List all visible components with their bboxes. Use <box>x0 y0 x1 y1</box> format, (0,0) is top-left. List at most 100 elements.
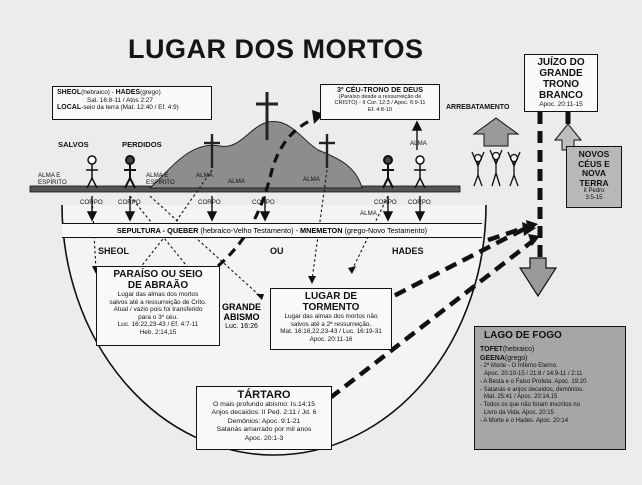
label-corpo-3: CORPO <box>198 199 221 206</box>
lago-l1: - 2ª Morte - O Inferno Eterno. <box>480 363 558 370</box>
hades-word: HADES <box>115 89 141 96</box>
figure-saved <box>86 155 98 189</box>
tormento-l1: Lugar das almas dos mortos não <box>284 313 378 320</box>
paraiso-l3: Atual / vazio pois foi transferido <box>113 306 203 314</box>
arrow-to-third-heaven <box>216 116 317 268</box>
grande-abismo-l1: GRANDE <box>222 302 262 312</box>
sepultura-b: QUEBER <box>167 226 199 235</box>
label-alma-a: ALMA <box>196 172 213 179</box>
calvary-hill <box>148 121 363 189</box>
hades-lang: (grego) <box>140 89 161 96</box>
figure-light-right <box>414 155 426 189</box>
tormento-l4: Apoc. 20:11-16 <box>309 335 353 343</box>
dashed-arrows-to-judgment <box>328 223 536 400</box>
label-alma-c: ALMA <box>303 176 320 183</box>
new-heavens-l2: CÉUS E <box>578 158 610 169</box>
judgment-l1: JUÍZO DO <box>537 57 585 68</box>
tormento-title1: LUGAR DE <box>304 291 358 302</box>
new-heavens-ref1: II Pedro <box>583 188 605 194</box>
rapture-up-arrow <box>472 117 520 147</box>
tartaro-l5: Apoc. 20:1-3 <box>244 434 284 442</box>
lago-geena: GEENA(grego) <box>480 355 620 364</box>
figure-dark-right <box>382 155 394 189</box>
label-alma-b: ALMA <box>228 178 245 185</box>
sepultura-e: (grego-Novo Testamento) <box>342 226 428 235</box>
label-perdidos: PERDIDOS <box>122 140 162 149</box>
tartaro-title: TÁRTARO <box>237 389 291 401</box>
third-heaven-l2: (Paraíso desde a ressurreição de <box>338 93 422 100</box>
dashed-arrow-heads <box>522 220 540 246</box>
tormento-title2: TORMENTO <box>302 302 360 313</box>
lago-l5: Mat. 25:41 / Apoc. 20:14,15 <box>484 394 558 401</box>
sheol-ref: Sal. 16:8-11 / Atos 2:27 <box>87 96 153 104</box>
sepultura-band: SEPULTURA - QUEBER (hebraico-Velho Testa… <box>62 223 482 238</box>
label-alma-espirito-2a: ALMA E <box>146 172 169 179</box>
new-heavens-l4: TERRA <box>579 177 609 188</box>
paraiso-title2: DE ABRAÃO <box>127 280 189 291</box>
lago-l8: - A Morte e o Hades. Apoc. 20:14 <box>480 417 569 424</box>
label-hades: HADES <box>392 246 424 256</box>
sheol-lang: (hebraico) - <box>81 89 116 96</box>
paraiso-l6: Heb. 2:14,15 <box>139 328 177 336</box>
tormento-l2: salvos até a 2ª ressurreição. <box>290 320 372 328</box>
lago-geena-word: GEENA <box>480 354 505 362</box>
lago-l2: Apoc. 20:10-15 / 21:8 / 14:9-11 / 2:11 <box>484 370 583 377</box>
third-heaven-box: 3º CÉU-TRONO DE DEUS (Paraíso desde a re… <box>320 84 440 120</box>
label-ou: OU <box>270 246 284 256</box>
judgment-l2: GRANDE <box>539 68 583 79</box>
tormento-box: LUGAR DE TORMENTO Lugar das almas dos mo… <box>270 288 392 350</box>
label-corpo-6: CORPO <box>408 199 431 206</box>
third-heaven-l3: CRISTO) - II Cor. 12:3 / Apoc. 6:9-11 <box>334 100 426 107</box>
lago-title: LAGO DE FOGO <box>484 330 562 341</box>
corpo-arrows <box>86 196 426 222</box>
figure-lost <box>124 155 136 189</box>
cross-right <box>319 134 335 168</box>
sheol-definition-box: SHEOL(hebraico) - HADES(grego) Sal. 16:8… <box>52 86 212 120</box>
label-corpo-4: CORPO <box>252 199 275 206</box>
local-text: -seio da terra (Mat. 12:40 / Ef. 4:9) <box>81 104 179 112</box>
paraiso-l1: Lugar das almas dos mortos <box>117 291 199 298</box>
lago-tofet-word: TOFET <box>480 346 503 353</box>
label-alma-d: ALMA <box>410 140 427 147</box>
sheol-word: SHEOL <box>57 89 82 96</box>
judgment-down-arrow <box>518 257 558 298</box>
paraiso-l4: para o 3º céu. <box>138 313 178 321</box>
paraiso-l2: salvos até a ressurreição de Crito. <box>109 298 207 306</box>
label-salvos: SALVOS <box>58 140 89 149</box>
third-heaven-l4: Ef. 4:8-10 <box>367 106 393 113</box>
alma-up-arrow <box>411 120 423 150</box>
cross-left <box>204 134 220 168</box>
grande-abismo: GRANDE ABISMO Luc. 16:26 <box>222 302 261 332</box>
page-title: LUGAR DOS MORTOS <box>128 34 424 64</box>
label-corpo-1: CORPO <box>80 199 103 206</box>
lago-de-fogo-box: LAGO DE FOGO TOFET(hebraico) GEENA(grego… <box>474 326 626 450</box>
label-corpo-5: CORPO <box>374 199 397 206</box>
lago-l4: - Satanás e anjos decaídos, demônios. <box>480 386 584 393</box>
new-heavens-l3: NOVA <box>582 168 606 178</box>
tartaro-l3: Demônios: Apoc. 9:1-21 <box>227 417 301 425</box>
label-corpo-2: CORPO <box>118 199 141 206</box>
grande-abismo-l2: ABISMO <box>223 312 260 322</box>
label-alma-e: ALMA <box>360 210 377 217</box>
label-alma-espirito-1b: ESPÍRITO <box>38 179 67 186</box>
new-heavens-ref2: 3:5-15 <box>585 195 603 201</box>
lago-tofet: TOFET(hebraico) <box>480 346 620 355</box>
judgment-box: JUÍZO DO GRANDE TRONO BRANCO Apoc. 20:11… <box>524 54 598 112</box>
local-word: LOCAL <box>57 104 82 112</box>
tartaro-l1: O mais profundo abismo: Is.14:15 <box>212 401 315 408</box>
third-heaven-title: 3º CÉU-TRONO DE DEUS <box>336 85 424 94</box>
label-alma-espirito-1a: ALMA E <box>38 172 61 179</box>
paraiso-box: PARAÍSO OU SEIO DE ABRAÃO Lugar das alma… <box>96 266 220 346</box>
judgment-ref: Apoc. 20:11-15 <box>539 101 583 108</box>
paraiso-title1: PARAÍSO OU SEIO <box>113 269 203 280</box>
lago-tofet-lang: (hebraico) <box>502 346 535 353</box>
cross-center <box>256 92 278 140</box>
tormento-l3: Mat. 16:16,22,23-43 / Luc. 16:19-31 <box>280 328 382 336</box>
judgment-l4: BRANCO <box>539 90 583 101</box>
label-arrebatamento: ARREBATAMENTO <box>446 104 510 111</box>
lago-l6: - Todos os que não foram inscritos no <box>480 402 580 409</box>
tartaro-l2: Anjos decaídos: II Ped. 2:11 / Jd. 6 <box>211 409 317 417</box>
